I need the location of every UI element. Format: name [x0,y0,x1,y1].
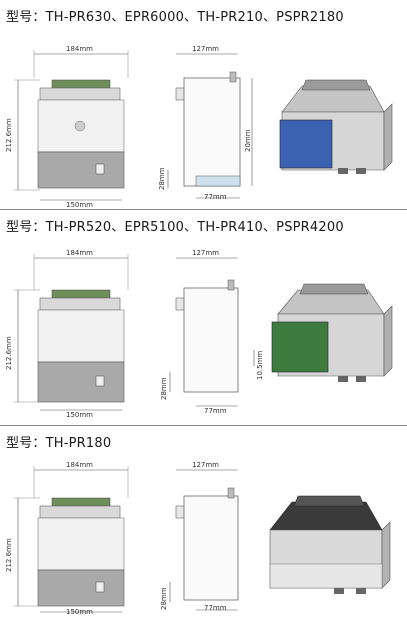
circuit-board [279,119,333,169]
dim-front-width: 184mm [66,461,93,469]
dim-side-depth: 127mm [192,249,219,257]
printer-3d-model [271,283,393,382]
dim-base-width: 150mm [66,608,93,616]
dim-front-width: 184mm [66,249,93,257]
front-view [14,50,129,201]
dim-front-height: 212.6mm [5,336,13,370]
dim-side-base: 77mm [204,407,227,415]
dim-side-bottom: 28mm [160,377,168,400]
dim-front-width: 184mm [66,45,93,53]
dim-base-width: 150mm [66,201,93,209]
dim-side-bottom: 28mm [160,587,168,610]
drawing-canvas [14,254,393,411]
drawing-canvas [14,50,393,201]
printer-3d-model [269,495,391,594]
model-panel-1: 型号：TH-PR630、EPR6000、TH-PR210、PSPR2180 [0,0,407,210]
dim-side-depth: 127mm [192,461,219,469]
model-panel-2: 型号：TH-PR520、EPR5100、TH-PR410、PSPR4200 [0,210,407,426]
panel-title: 型号：TH-PR180 [6,436,112,451]
dim-side-height: 20mm [244,129,252,152]
front-view [14,254,129,411]
dim-side-bottom: 28mm [158,167,166,190]
printer-3d-model [279,79,393,174]
dim-front-height: 212.6mm [5,538,13,572]
panel-title: 型号：TH-PR630、EPR6000、TH-PR210、PSPR2180 [6,10,344,25]
panel-title: 型号：TH-PR520、EPR5100、TH-PR410、PSPR4200 [6,220,344,235]
dim-base-width: 150mm [66,411,93,419]
dim-side-base: 77mm [204,193,227,201]
front-view [14,466,129,613]
circuit-board [271,321,329,373]
dim-side-depth: 127mm [192,45,219,53]
dim-front-height: 212.6mm [5,118,13,152]
model-panel-3: 型号：TH-PR180 [0,426,407,618]
side-view [169,469,239,611]
side-view [169,257,255,407]
dim-side-height: 10.5mm [256,350,264,380]
drawing-canvas [14,466,391,613]
side-view [167,53,253,199]
dim-side-base: 77mm [204,604,227,612]
